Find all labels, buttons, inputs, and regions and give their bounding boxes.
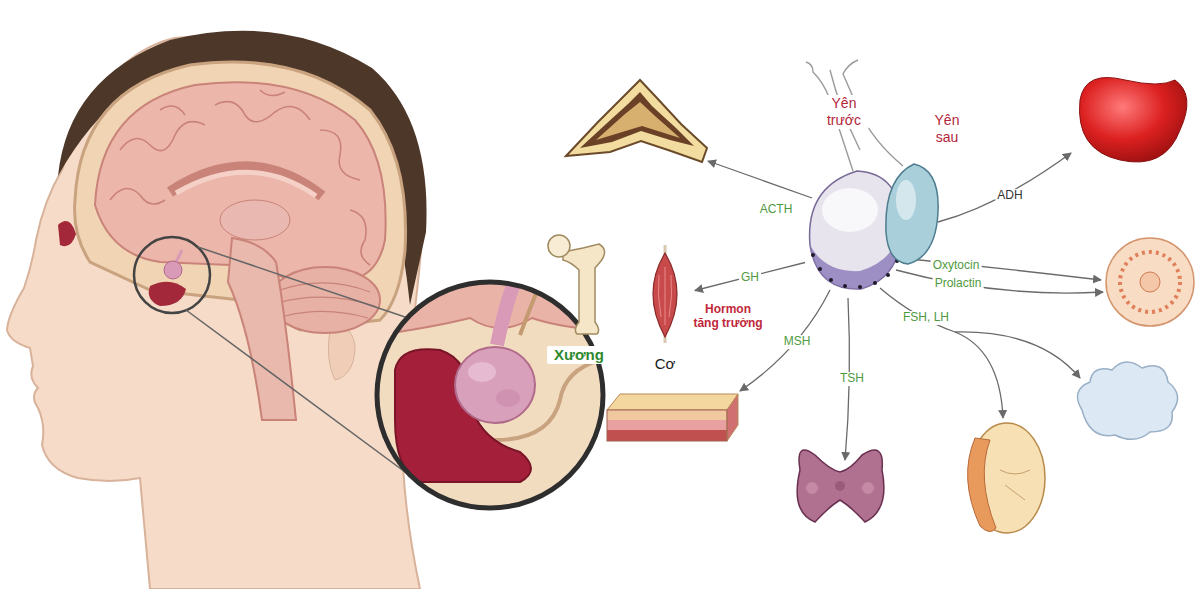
stalk	[806, 60, 903, 171]
adh-arrow	[938, 153, 1071, 222]
thyroid-shape	[797, 450, 884, 522]
hormone-label: GH	[739, 270, 761, 284]
hormone-label: FSH, LH	[901, 311, 951, 325]
breast-center	[1140, 272, 1160, 292]
cell-dot	[843, 284, 847, 288]
hormone-label: MSH	[782, 335, 813, 349]
cell-dot	[873, 281, 877, 285]
femur-shaft	[563, 244, 605, 334]
thalamus	[220, 200, 290, 240]
skin-section	[607, 394, 738, 441]
adrenal-core	[596, 102, 680, 140]
breast-outer	[1106, 238, 1194, 326]
hormone-label: ACTH	[758, 203, 795, 217]
bone-target: Xương	[543, 230, 615, 372]
gyrus	[320, 130, 360, 180]
cell-dot	[886, 273, 890, 277]
testis	[968, 423, 1045, 533]
posterior-lobe: Yên sau	[882, 160, 942, 268]
fsh-lh-arrow	[880, 288, 955, 332]
kidney	[1080, 78, 1187, 163]
thyroid	[797, 450, 884, 522]
thyroid-texture	[862, 482, 874, 494]
anterior-lobe-highlight	[822, 188, 878, 232]
breast-tissue	[1106, 238, 1194, 326]
hormone-arrows	[708, 153, 1103, 460]
ear	[328, 327, 355, 380]
skin-side	[727, 394, 738, 441]
hormone-arrow	[695, 263, 805, 291]
cell-dot	[811, 253, 815, 257]
corpus-callosum-inner	[176, 172, 316, 196]
gyrus	[110, 189, 165, 204]
breast-ring	[1120, 252, 1180, 312]
fsh-lh-arrow	[955, 332, 1080, 378]
hormone-label: ADH	[995, 189, 1024, 203]
skin-layer	[607, 430, 727, 441]
brainstem	[228, 238, 296, 420]
pituitary-small	[164, 261, 182, 279]
femur-head	[548, 235, 570, 257]
posterior-lobe-highlight	[896, 180, 916, 220]
sphenoid-sinus	[149, 282, 186, 306]
muscle-target: Cơ	[635, 245, 695, 375]
pituitary-stalk-small	[176, 250, 182, 262]
ovary	[1078, 362, 1178, 439]
zoom-line	[198, 247, 408, 318]
node-label: Cơ	[645, 355, 685, 373]
oxytocin-arrow	[900, 258, 1101, 280]
zoom-circle-small	[134, 237, 210, 313]
fold	[285, 311, 368, 318]
caption-note: Hormon tăng trưởng	[690, 303, 766, 331]
gyrus	[215, 102, 310, 122]
node-label: Yên sau	[925, 112, 969, 146]
thyroid-texture	[835, 481, 845, 491]
cerebellum-folds	[277, 283, 375, 318]
testis-lines	[1000, 470, 1030, 500]
adrenal-cortex	[566, 80, 707, 162]
head-illustration	[7, 31, 427, 589]
pituitary-zoom	[455, 347, 535, 423]
muscle-fibers	[658, 267, 671, 325]
prolactin-arrow	[896, 270, 1103, 293]
node-label: Yên trước	[819, 95, 869, 129]
thyroid-texture	[806, 482, 818, 494]
hormone-label: Oxytocin	[931, 259, 982, 273]
skin-layer	[607, 420, 727, 430]
acth-arrow	[708, 161, 812, 198]
cell-dot	[858, 285, 862, 289]
muscle-belly	[653, 253, 677, 337]
skin-layer	[607, 410, 727, 420]
epididymis	[968, 438, 996, 532]
pituitary-texture	[496, 389, 520, 407]
cell-dot	[829, 278, 833, 282]
face-skin	[7, 36, 422, 589]
zoom-circle	[377, 282, 603, 508]
hormone-label: Prolactin	[933, 277, 984, 291]
skin-top	[607, 394, 738, 410]
fsh-lh-arrow	[955, 332, 1003, 418]
gyrus	[120, 122, 205, 151]
node-label: Xương	[547, 346, 611, 364]
posterior-lobe-outline	[882, 160, 942, 268]
pituitary-texture	[468, 362, 496, 382]
posterior-lobe-shape	[886, 164, 938, 264]
vessel-zoom	[520, 272, 545, 335]
gyrus	[350, 210, 370, 265]
skin-outline	[607, 410, 727, 441]
gyrus	[160, 106, 185, 115]
gyrus	[260, 90, 285, 96]
adrenal-medulla	[580, 92, 694, 148]
cell-dot	[818, 267, 822, 271]
corpus-callosum	[170, 167, 322, 196]
adrenal-gland	[566, 80, 707, 162]
hormone-label: TSH	[838, 372, 866, 386]
frontal-sinus	[58, 221, 76, 246]
